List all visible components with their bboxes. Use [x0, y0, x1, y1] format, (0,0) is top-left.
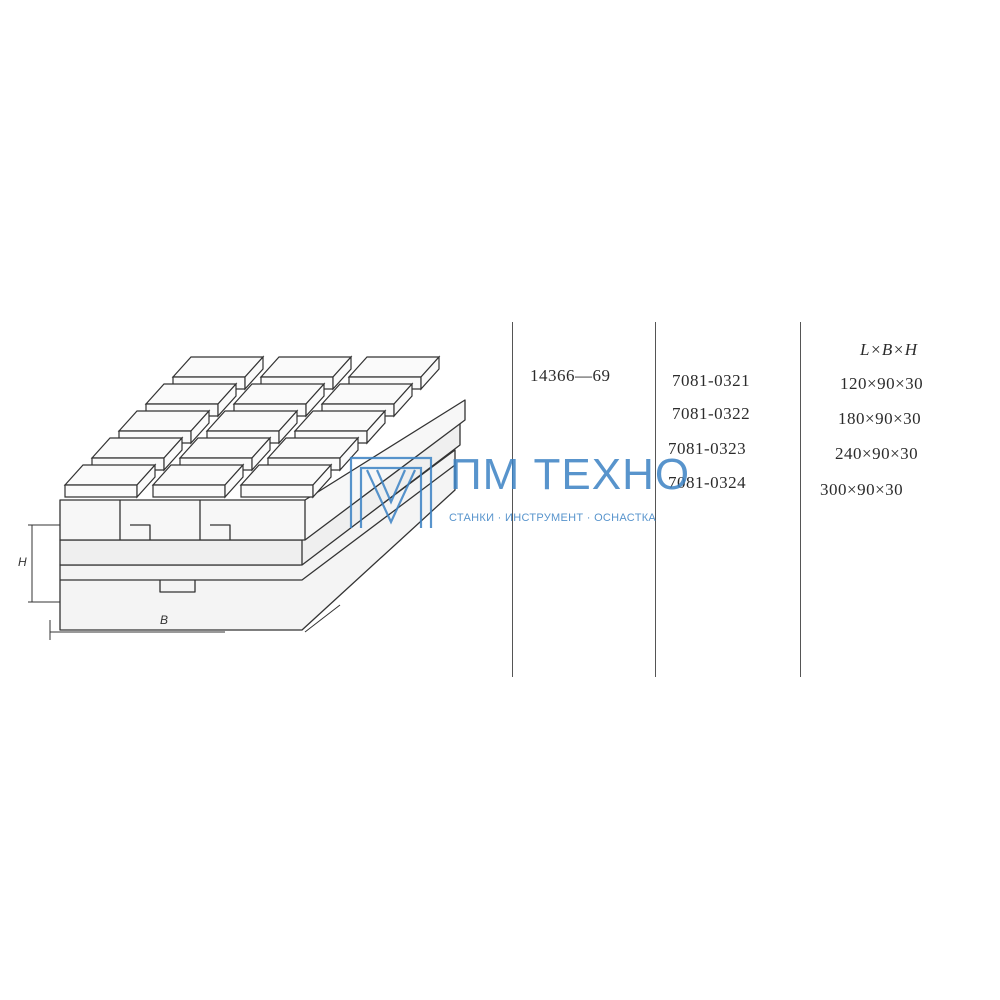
block-side	[312, 463, 332, 499]
brand-tagline: СТАНКИ · ИНСТРУМЕНТ · ОСНАСТКА	[449, 512, 657, 524]
code-1: 7081-0321	[672, 371, 751, 390]
code-2: 7081-0322	[672, 404, 751, 423]
block-side	[217, 382, 237, 418]
logo-icon	[349, 456, 433, 528]
block-side	[136, 463, 156, 499]
code-3: 7081-0323	[668, 439, 747, 458]
dims-1: 120×90×30	[840, 374, 924, 393]
dims-2: 180×90×30	[838, 409, 922, 428]
height-label: H	[18, 555, 27, 569]
block-front	[152, 484, 226, 498]
column-divider-2	[655, 322, 656, 677]
block-side	[278, 409, 298, 445]
t-slot-plate-drawing	[28, 355, 466, 640]
block-side	[420, 355, 440, 391]
block-front	[64, 484, 138, 498]
code-4: 7081-0324	[668, 473, 747, 492]
block-side	[163, 436, 183, 472]
column-divider-3	[800, 322, 801, 677]
block-side	[190, 409, 210, 445]
brand-watermark: ПМ ТЕХНО СТАНКИ · ИНСТРУМЕНТ · ОСНАСТКА	[345, 450, 689, 540]
block-side	[305, 382, 325, 418]
dims-3: 240×90×30	[835, 444, 919, 463]
dims-4: 300×90×30	[820, 480, 904, 499]
block-side	[251, 436, 271, 472]
block-side	[332, 355, 352, 391]
column-divider-1	[512, 322, 513, 677]
block-front	[240, 484, 314, 498]
block-side	[339, 436, 359, 472]
block-side	[244, 355, 264, 391]
block-side	[366, 409, 386, 445]
brand-name: ПМ ТЕХНО	[450, 450, 691, 499]
block-side	[393, 382, 413, 418]
standard-number: 14366—69	[530, 366, 611, 385]
block-side	[224, 463, 244, 499]
block-grid	[63, 355, 441, 499]
dims-header: L×B×H	[860, 340, 918, 359]
width-label: B	[160, 613, 169, 627]
